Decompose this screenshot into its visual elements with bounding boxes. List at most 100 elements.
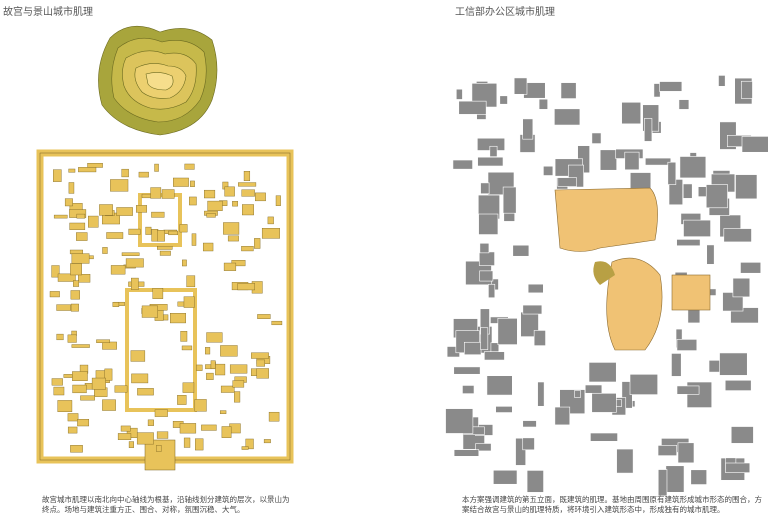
palace-building [69, 249, 84, 255]
context-building [533, 330, 546, 346]
palace-building [147, 419, 154, 426]
palace-building [268, 411, 280, 422]
context-building [657, 445, 678, 456]
context-building [543, 165, 554, 176]
palace-building [70, 445, 83, 453]
palace-building [64, 198, 73, 207]
palace-building [232, 380, 245, 388]
palace-building [69, 203, 83, 210]
forbidden-city-plan [36, 149, 294, 471]
palace-building [170, 313, 186, 324]
palace-building [227, 235, 239, 242]
palace-building [151, 229, 159, 242]
ministry-context-buildings [445, 75, 768, 497]
context-building [486, 375, 513, 396]
palace-building [121, 168, 129, 178]
context-building [676, 339, 698, 351]
palace-building [145, 226, 152, 235]
context-building [475, 443, 492, 452]
context-building [515, 437, 527, 466]
context-building [590, 432, 618, 442]
palace-building [117, 433, 132, 440]
palace-building [128, 441, 134, 448]
palace-building [223, 222, 240, 235]
palace-building [223, 262, 237, 271]
palace-building [156, 431, 169, 439]
palace-building [189, 196, 197, 206]
palace-building [256, 359, 265, 367]
palace-building [241, 446, 249, 450]
palace-building [78, 167, 97, 173]
palace-building [106, 232, 124, 239]
palace-building [242, 204, 254, 216]
palace-building [196, 364, 203, 371]
context-building [667, 161, 677, 185]
palace-building [237, 283, 255, 291]
palace-building [219, 410, 227, 414]
palace-building [181, 345, 193, 351]
context-building [599, 149, 617, 171]
palace-building [67, 334, 77, 343]
context-building [445, 408, 474, 434]
context-building [527, 283, 544, 294]
palace-building [53, 214, 68, 219]
palace-building [263, 439, 271, 444]
context-building [659, 81, 683, 92]
context-building [464, 341, 482, 356]
context-building [718, 75, 726, 87]
palace-building [179, 423, 197, 434]
palace-building [71, 253, 90, 264]
palace-building [152, 288, 164, 299]
context-building [574, 390, 581, 398]
palace-building [168, 230, 178, 236]
palace-building [68, 168, 76, 173]
context-building [479, 270, 494, 282]
context-building [706, 244, 715, 265]
palace-building [78, 274, 91, 283]
palace-building [96, 339, 111, 343]
palace-building [102, 399, 116, 411]
context-building [455, 88, 463, 100]
palace-building [256, 368, 269, 379]
context-building [479, 242, 490, 254]
context-building [497, 318, 518, 345]
palace-building [215, 363, 226, 376]
context-building [453, 449, 480, 457]
palace-building [141, 305, 158, 318]
palace-building [151, 211, 165, 218]
palace-building [76, 232, 88, 241]
context-building [560, 82, 577, 99]
palace-building [183, 296, 195, 308]
palace-building [99, 204, 113, 216]
palace-building [206, 372, 214, 380]
context-building [677, 442, 695, 464]
palace-building [161, 189, 175, 199]
context-building [478, 213, 499, 235]
context-building [538, 98, 548, 110]
palace-building [261, 228, 280, 239]
context-building [458, 100, 487, 115]
context-building [557, 177, 577, 187]
palace-building [205, 347, 211, 355]
palace-building [88, 215, 99, 228]
palace-building [190, 180, 195, 187]
palace-building [221, 426, 232, 438]
context-building [484, 351, 505, 361]
palace-building [131, 277, 139, 290]
context-building [462, 385, 475, 394]
palace-building [104, 368, 113, 381]
palace-building [72, 371, 88, 381]
context-building [554, 406, 571, 426]
right-panel-description: 本方案强调建筑的第五立面，既建筑的肌理。基地由周围原有建筑形成城市形态的围合，方… [462, 495, 762, 514]
palace-building [87, 163, 103, 168]
palace-building [154, 163, 159, 172]
palace-building [70, 303, 79, 312]
context-building [676, 239, 701, 247]
context-building [489, 145, 498, 157]
context-building [740, 262, 762, 274]
palace-building [207, 200, 223, 211]
palace-building [201, 424, 217, 431]
palace-building [137, 388, 154, 396]
context-building [493, 469, 518, 485]
palace-building [51, 378, 63, 386]
